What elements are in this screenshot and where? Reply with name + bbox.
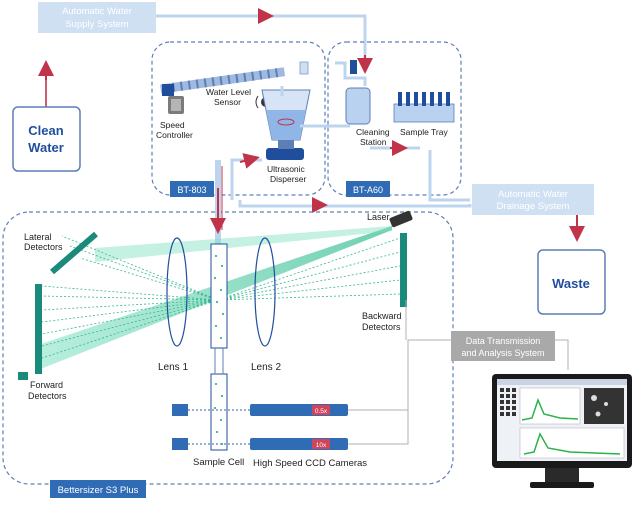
lateral-label-2: Detectors: [24, 242, 63, 252]
laser-label: Laser: [367, 212, 390, 222]
backward-detectors: [400, 233, 407, 307]
auto-drain-box: [472, 184, 594, 215]
stir-icon: [277, 118, 295, 126]
clean-water-box: [12, 106, 81, 172]
supply-to-station-pipe: [335, 61, 367, 86]
speed-controller-block: [162, 84, 174, 96]
lens-1-label: Lens 1: [158, 362, 188, 373]
waste-label: Waste: [552, 276, 590, 291]
bta60-tag-label: BT-A60: [353, 185, 383, 195]
ccd-camera-2: [172, 438, 348, 450]
return-arrow: [239, 153, 260, 169]
lateral-label: Lateral: [24, 232, 52, 242]
supply-pipe: [156, 14, 367, 72]
forward-detector-tip: [18, 372, 28, 380]
sample-cell: [210, 243, 228, 349]
auto-drain-label: Automatic Water: [498, 189, 568, 200]
disperser-base: [266, 148, 304, 160]
water-level-label: Water Level: [206, 87, 251, 97]
ultrasonic-label-2: Disperser: [270, 174, 307, 184]
laser-source: [389, 210, 413, 228]
sample-tray: [393, 92, 455, 123]
bta60-module: [327, 41, 462, 196]
auto-drain-label-2: Drainage System: [497, 201, 570, 212]
data-wire-2: [555, 339, 569, 370]
clean-water-label: Clean: [28, 123, 63, 138]
bt803-tag: [170, 181, 214, 197]
ultrasonic-label: Ultrasonic: [267, 164, 306, 174]
data-wire: [348, 300, 451, 445]
lens-2: [254, 237, 276, 347]
backward-label-2: Detectors: [362, 322, 401, 332]
forward-label: Forward: [30, 380, 63, 390]
backward-label: Backward: [362, 311, 402, 321]
speed-controller-icon: [168, 96, 184, 114]
bta60-tag: [346, 181, 390, 197]
main-tag: [50, 480, 146, 498]
waste-box: [537, 249, 606, 315]
sample-cell-label: Sample Cell: [193, 457, 244, 468]
sample-cell-lower: [210, 373, 228, 451]
forward-label-2: Detectors: [28, 391, 67, 401]
scatter-lines: [41, 235, 401, 359]
cam2-mag: 10x: [316, 442, 327, 449]
cleaning-label: Cleaning: [356, 127, 390, 137]
forward-detectors: [35, 284, 42, 374]
speed-label-2: Controller: [156, 130, 193, 140]
cleaning-station: [345, 87, 371, 125]
monitor: [492, 374, 632, 488]
cleaning-label-2: Station: [360, 137, 387, 147]
speed-rail: [160, 67, 286, 94]
supply-valve: [350, 60, 357, 74]
sample-tray-label: Sample Tray: [400, 127, 448, 137]
bt803-module: [151, 41, 326, 196]
sample-cell-joint: [214, 348, 224, 374]
data-trans-label-2: and Analysis System: [461, 348, 544, 358]
auto-supply-label-2: Supply System: [65, 19, 128, 30]
speed-label: Speed: [160, 120, 185, 130]
ccd-camera-1: [172, 404, 348, 416]
auto-supply-box: [38, 2, 156, 33]
data-trans-label: Data Transmission: [466, 336, 541, 346]
water-level-label-2: Sensor: [214, 97, 241, 107]
auto-supply-label: Automatic Water: [62, 6, 132, 17]
lens-2-label: Lens 2: [251, 362, 281, 373]
disperser-neck: [278, 140, 294, 149]
bt803-tag-label: BT-803: [177, 185, 206, 195]
ccd-label: High Speed CCD Cameras: [253, 458, 367, 469]
clean-water-label-2: Water: [28, 140, 64, 155]
supply-drip-nozzle: [299, 61, 309, 75]
lens-1: [166, 237, 188, 347]
lateral-detectors: [50, 231, 98, 275]
cam1-mag: 0.5x: [315, 408, 328, 415]
data-trans-box: [451, 331, 555, 361]
main-tag-label: Bettersizer S3 Plus: [58, 485, 139, 496]
laser-beam-2: [95, 226, 392, 262]
drain-pipe-2: [428, 150, 470, 202]
